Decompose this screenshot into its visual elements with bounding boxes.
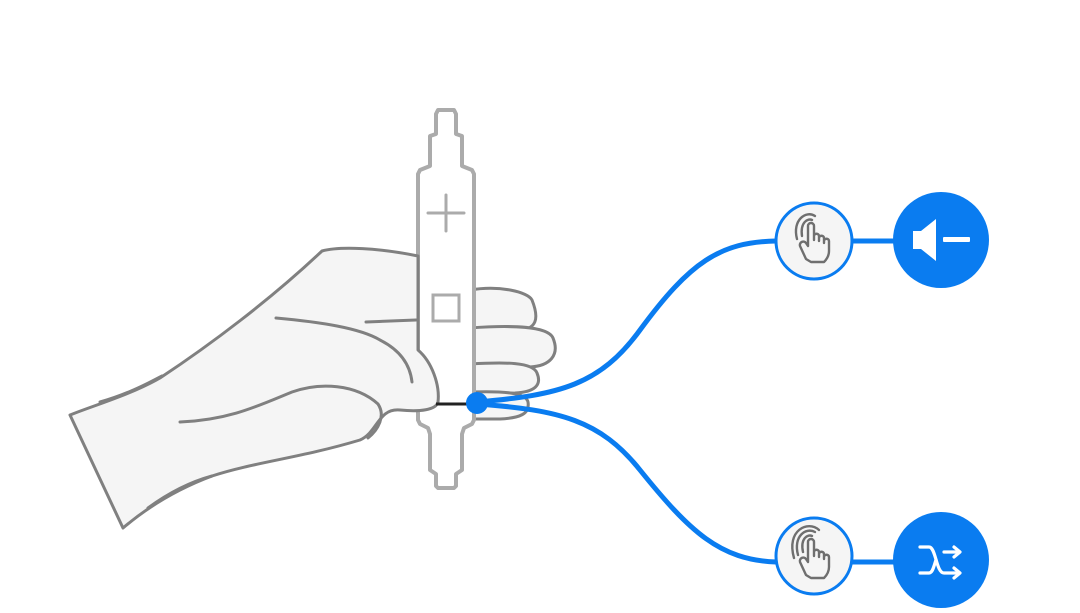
hand xyxy=(68,246,440,530)
connector-dot xyxy=(466,392,488,414)
square-icon xyxy=(431,293,461,323)
result-circle xyxy=(893,512,989,608)
action-row-top xyxy=(774,192,989,288)
connector-lines xyxy=(474,238,898,565)
shuffle-icon xyxy=(918,545,962,580)
result-circle xyxy=(893,192,989,288)
connector-line-bottom xyxy=(474,401,779,565)
double-tap-icon xyxy=(791,525,831,580)
volume-down-icon xyxy=(913,219,970,261)
remote-control xyxy=(416,108,476,490)
remote-outline xyxy=(416,108,476,490)
connector-line-top xyxy=(474,238,779,405)
hand-palm xyxy=(68,246,440,530)
tap-and-hold-icon xyxy=(794,213,831,264)
plus-icon xyxy=(426,193,466,233)
action-row-bottom xyxy=(774,512,989,608)
